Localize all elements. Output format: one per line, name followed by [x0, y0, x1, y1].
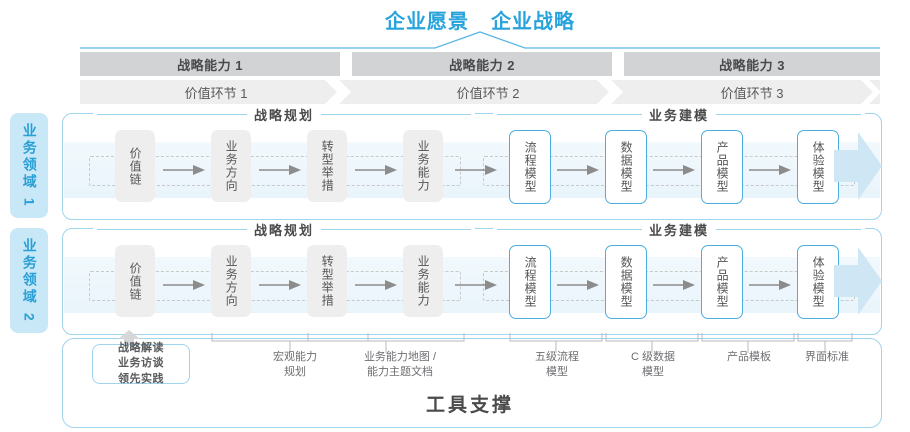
flow-box-row1-p3[interactable]: 转型举措 — [307, 130, 347, 202]
flow-box-row2-m2[interactable]: 数据模型 — [605, 245, 647, 319]
section-title-strategic-planning: 战略规划 — [254, 107, 315, 123]
section-rule-left — [497, 113, 642, 115]
flow-box-row2-m3[interactable]: 产品模型 — [701, 245, 743, 319]
note-interface-standard: 界面标准 — [805, 351, 849, 363]
domain-2-label: 业务领域 2 — [21, 237, 38, 324]
section-rule-left — [97, 113, 247, 115]
value-chain-bar-group: 价值环节 1 价值环节 2 价值环节 3 — [80, 80, 881, 104]
flow-box-row2-m4[interactable]: 体验模型 — [797, 245, 839, 319]
section-rule-right — [321, 228, 472, 230]
flow-box-row1-p1[interactable]: 价值链 — [115, 130, 155, 202]
note-capability-map: 业务能力地图 / 能力主题文档 — [363, 351, 437, 379]
arrow-icon-row1-p2 — [259, 165, 301, 175]
domain-row-2: 战略规划 业务建模 价值链 业务方向 转型举措 业务能力 流程模型 — [62, 220, 882, 335]
note-line: 业务访谈 — [118, 357, 164, 370]
arrow-icon-row2-m3 — [749, 280, 791, 290]
arrow-icon-row2-p1 — [163, 280, 205, 290]
bracket-connectors — [211, 333, 853, 353]
flow-box-row2-p4[interactable]: 业务能力 — [403, 245, 443, 317]
section-rule-right — [716, 113, 862, 115]
arrow-icon-row2-p2 — [259, 280, 301, 290]
section-rule-left — [97, 228, 247, 230]
section-title-strategic-planning: 战略规划 — [254, 222, 315, 238]
value-chain-bar-2: 价值环节 2 — [352, 80, 624, 104]
title-strategy: 企业战略 — [491, 10, 575, 33]
tool-support-container — [62, 338, 882, 428]
dashed-track-planning-row2 — [89, 271, 461, 301]
note-product-template: 产品模板 — [727, 351, 771, 363]
sidebar-item-domain-1[interactable]: 业务领域 1 — [10, 113, 48, 218]
flow-box-row1-p2[interactable]: 业务方向 — [211, 130, 251, 202]
arrow-icon-row1-m1 — [557, 165, 599, 175]
chevron-end-icon — [861, 80, 881, 104]
value-chain-label-1: 价值环节 1 — [184, 85, 248, 101]
arrow-icon-row1-bridge — [455, 165, 497, 175]
value-chain-label-3: 价值环节 3 — [720, 85, 784, 101]
value-chain-bar-1: 价值环节 1 — [80, 80, 352, 104]
page-title: 企业愿景 企业战略 — [330, 4, 630, 34]
section-header-strategic-planning-row2: 战略规划 — [93, 220, 476, 238]
note-box-strategy-inputs[interactable]: 战略解读 业务访谈 领先实践 — [92, 341, 190, 385]
section-header-strategic-planning-row1: 战略规划 — [93, 105, 476, 123]
note-macro-capability: 宏观能力 规划 — [273, 351, 317, 379]
value-chain-bar-3: 价值环节 3 — [624, 80, 880, 104]
sidebar-item-domain-2[interactable]: 业务领域 2 — [10, 228, 48, 333]
domain-1-label: 业务领域 1 — [21, 122, 38, 209]
footer-title-tool-support: 工具支撑 — [425, 394, 514, 416]
section-title-business-modeling: 业务建模 — [649, 107, 710, 123]
arrow-icon-row2-m2 — [653, 280, 695, 290]
value-chain-label-2: 价值环节 2 — [456, 85, 520, 101]
note-line: 战略解读 — [118, 341, 164, 354]
domain-row-1: 战略规划 业务建模 价值链 业务方向 转型举措 业务能力 流程模型 — [62, 105, 882, 220]
capability-bar-2: 战略能力 2 — [352, 52, 612, 76]
row-1-direction-arrow-icon — [834, 132, 882, 200]
flow-box-row1-m1[interactable]: 流程模型 — [509, 130, 551, 204]
arrow-icon-row1-m2 — [653, 165, 695, 175]
section-title-business-modeling: 业务建模 — [649, 222, 710, 238]
flow-box-row1-m4[interactable]: 体验模型 — [797, 130, 839, 204]
section-rule-right — [716, 228, 862, 230]
arrow-icon-row2-m1 — [557, 280, 599, 290]
note-line: 领先实践 — [118, 372, 164, 385]
flow-box-row2-p3[interactable]: 转型举措 — [307, 245, 347, 317]
up-arrow-icon — [118, 330, 140, 346]
section-rule-right — [321, 113, 472, 115]
flow-box-row1-p4[interactable]: 业务能力 — [403, 130, 443, 202]
flow-box-row2-p1[interactable]: 价值链 — [115, 245, 155, 317]
dashed-track-planning-row1 — [89, 156, 461, 186]
arrow-icon-row1-p1 — [163, 165, 205, 175]
capability-bar-3: 战略能力 3 — [624, 52, 880, 76]
title-vision: 企业愿景 — [385, 10, 469, 33]
note-data-model: C 级数据 模型 — [631, 351, 675, 379]
arrow-icon-row1-m3 — [749, 165, 791, 175]
section-header-business-modeling-row2: 业务建模 — [493, 220, 866, 238]
row-2-direction-arrow-icon — [834, 247, 882, 315]
section-rule-left — [497, 228, 642, 230]
flow-box-row2-p2[interactable]: 业务方向 — [211, 245, 251, 317]
flow-box-row1-m3[interactable]: 产品模型 — [701, 130, 743, 204]
flow-box-row2-m1[interactable]: 流程模型 — [509, 245, 551, 319]
chevron-separator-icon-2 — [597, 80, 623, 104]
chevron-separator-icon-1 — [325, 80, 351, 104]
section-header-business-modeling-row1: 业务建模 — [493, 105, 866, 123]
arrow-icon-row1-p3 — [355, 165, 397, 175]
capability-bar-1: 战略能力 1 — [80, 52, 340, 76]
peak-connector-line — [80, 31, 880, 49]
note-process-model: 五级流程 模型 — [535, 351, 579, 379]
arrow-icon-row2-bridge — [455, 280, 497, 290]
flow-box-row1-m2[interactable]: 数据模型 — [605, 130, 647, 204]
arrow-icon-row2-p3 — [355, 280, 397, 290]
